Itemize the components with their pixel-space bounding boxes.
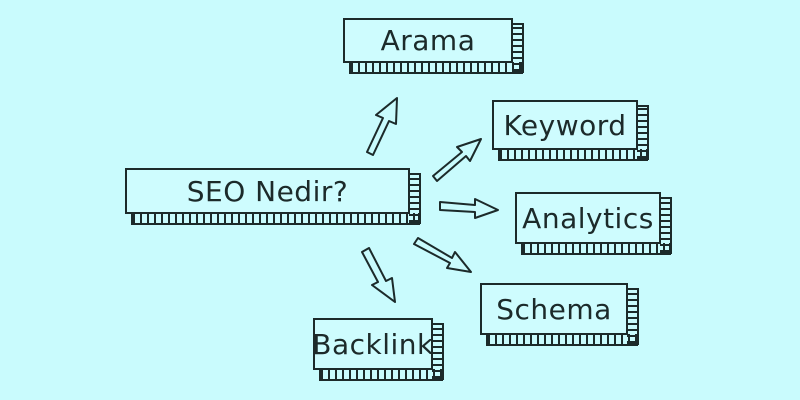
node-arama: Arama — [343, 18, 524, 74]
node-analytics: Analytics — [515, 192, 672, 255]
center-node-seo-nedir: SEO Nedir? — [125, 168, 421, 225]
node-backlink: Backlink — [312, 318, 444, 381]
arrow-to-arama — [366, 97, 398, 156]
node-label: Backlink — [312, 327, 434, 361]
center-node-label: SEO Nedir? — [186, 174, 349, 208]
node-schema: Schema — [480, 283, 639, 346]
arrow-to-schema — [413, 237, 472, 273]
arrow-to-backlink — [361, 247, 396, 303]
node-label: Arama — [380, 24, 476, 57]
node-label: Schema — [496, 292, 612, 326]
node-label: Keyword — [503, 108, 627, 142]
arrow-to-analytics — [439, 198, 499, 219]
node-label: Analytics — [522, 201, 654, 235]
node-keyword: Keyword — [492, 100, 649, 161]
arrow-to-keyword — [432, 138, 482, 182]
